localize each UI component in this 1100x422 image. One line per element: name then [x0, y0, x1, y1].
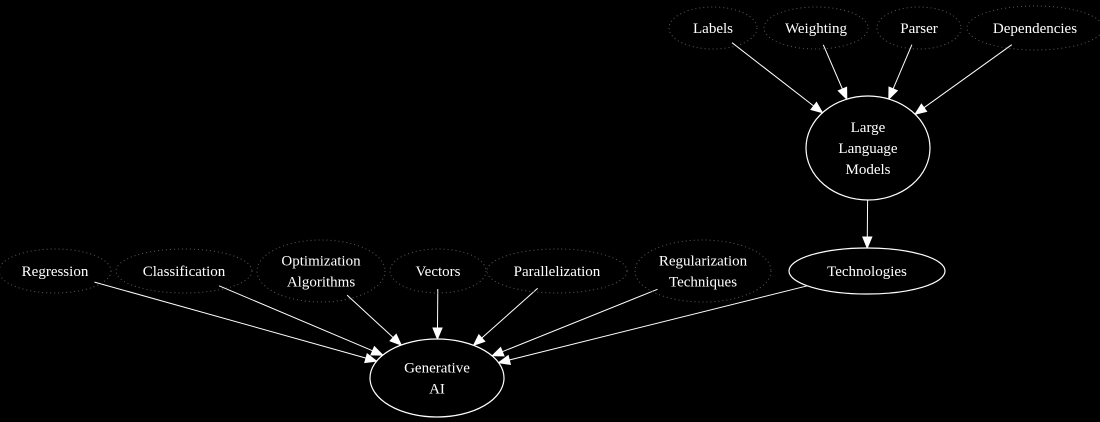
node-regression: Regression [0, 248, 112, 294]
node-label-line: AI [429, 382, 445, 398]
edge-dependencies-to-llm [914, 44, 1013, 115]
node-weighting: Weighting [763, 6, 869, 50]
node-label-line: Algorithms [287, 275, 355, 291]
node-label-line: Large [851, 120, 886, 136]
node-faint-outline [256, 239, 386, 303]
node-label-line: Weighting [785, 21, 848, 37]
edge-weighting-to-llm [822, 44, 848, 101]
node-label-line: Techniques [669, 275, 737, 291]
edge-parser-to-llm [888, 44, 913, 101]
edge-vectors-to-genai [432, 288, 443, 341]
edge-regularization-to-genai [490, 288, 658, 357]
edge-optimization-to-genai [346, 294, 403, 346]
node-label-line: Labels [693, 21, 733, 37]
node-ellipse [369, 338, 505, 418]
edge-regression-to-genai [94, 281, 378, 364]
arrowhead [862, 236, 873, 250]
arrowhead [888, 86, 899, 101]
edge-technologies-to-genai [497, 285, 808, 366]
node-faint-outline [389, 248, 487, 294]
node-label-line: Language [838, 141, 897, 157]
node-labels: Labels [668, 6, 758, 50]
node-faint-outline [115, 248, 253, 294]
node-label-line: Regression [22, 264, 89, 280]
arrowhead [389, 333, 403, 346]
node-faint-outline [486, 248, 628, 294]
node-faint-outline [668, 6, 758, 50]
node-label-line: Generative [404, 361, 470, 377]
node-faint-outline [763, 6, 869, 50]
arrowhead [490, 346, 505, 357]
arrowhead [432, 327, 443, 341]
node-label-line: Optimization [281, 254, 361, 270]
node-faint-outline [0, 248, 112, 294]
node-label-line: Vectors [416, 264, 461, 280]
node-parser: Parser [876, 6, 962, 50]
arrowhead [810, 101, 824, 114]
edge-labels-to-llm [731, 42, 824, 114]
node-label-line: Regularization [659, 254, 748, 270]
node-ellipse [788, 247, 946, 295]
node-ellipse [805, 95, 931, 201]
edge-classification-to-genai [218, 285, 385, 356]
edges-layer [94, 42, 1013, 366]
node-label-line: Dependencies [993, 21, 1077, 37]
node-classification: Classification [115, 248, 253, 294]
arrowhead [497, 354, 512, 366]
node-parallelization: Parallelization [486, 248, 628, 294]
node-label-line: Parser [900, 21, 938, 37]
arrowhead [364, 352, 378, 364]
node-dependencies: Dependencies [966, 5, 1100, 51]
edge-parallelization-to-genai [472, 287, 539, 347]
arrowhead [914, 103, 928, 115]
node-label-line: Parallelization [514, 264, 601, 280]
node-faint-outline [634, 239, 772, 303]
arrowhead [837, 86, 848, 101]
node-vectors: Vectors [389, 248, 487, 294]
node-label-line: Models [846, 162, 891, 178]
node-technologies: Technologies [788, 247, 946, 295]
edge-llm-to-technologies [862, 199, 873, 250]
arrowhead [472, 333, 486, 347]
node-label-line: Classification [143, 264, 226, 280]
node-faint-outline [876, 6, 962, 50]
arrowhead [370, 345, 385, 356]
node-label-line: Technologies [827, 264, 907, 280]
